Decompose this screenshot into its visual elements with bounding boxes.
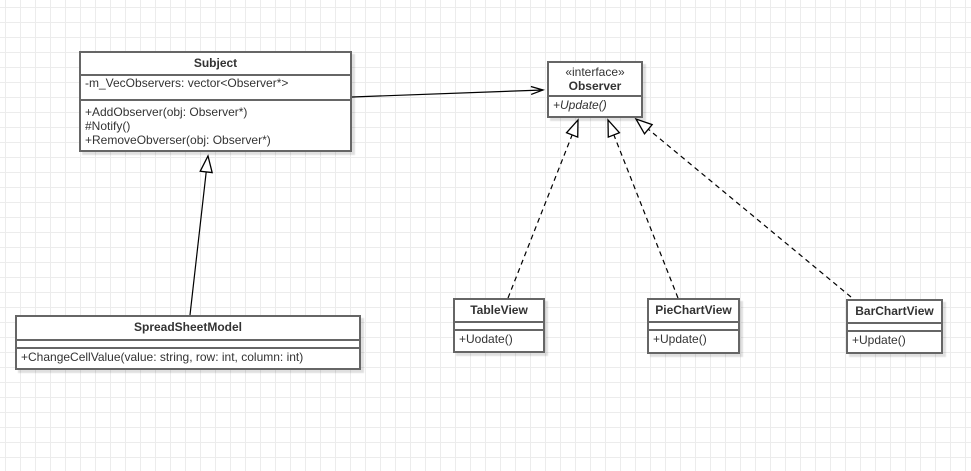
method-line: +ChangeCellValue(value: string, row: int…	[21, 350, 304, 364]
class-title: «interface» Observer	[549, 63, 641, 97]
attribute-line: -m_VecObservers: vector<Observer*>	[85, 76, 289, 90]
class-title: TableView	[455, 300, 543, 323]
class-title: SpreadSheetModel	[17, 317, 359, 341]
class-methods: +Uodate()	[455, 331, 543, 351]
class-box-tableview[interactable]: TableView +Uodate()	[453, 298, 545, 353]
class-box-piechartview[interactable]: PieChartView +Update()	[647, 298, 740, 354]
edge-spreadsheetmodel-subject-generalization[interactable]	[189, 154, 214, 316]
class-attributes-empty	[848, 324, 941, 332]
class-attributes: -m_VecObservers: vector<Observer*>	[81, 76, 350, 101]
edge-subject-observer-association[interactable]	[351, 90, 543, 98]
class-title: Subject	[81, 53, 350, 76]
class-methods: +Update()	[549, 97, 641, 116]
class-attributes-empty	[649, 323, 738, 331]
class-methods: +Update()	[848, 332, 941, 352]
class-attributes-empty	[455, 323, 543, 331]
class-box-subject[interactable]: Subject -m_VecObservers: vector<Observer…	[79, 51, 352, 152]
method-line: +Uodate()	[459, 332, 513, 346]
class-box-observer[interactable]: «interface» Observer +Update()	[547, 61, 643, 118]
method-line: +Update()	[852, 333, 906, 347]
class-stereotype: «interface»	[565, 65, 625, 79]
method-line: #Notify()	[85, 119, 131, 133]
class-title: PieChartView	[649, 300, 738, 323]
method-line: +Update()	[653, 332, 707, 346]
method-line: +AddObserver(obj: Observer*)	[85, 105, 248, 119]
class-methods: +AddObserver(obj: Observer*) #Notify() +…	[81, 101, 350, 150]
class-methods: +ChangeCellValue(value: string, row: int…	[17, 349, 359, 368]
class-box-barchartview[interactable]: BarChartView +Update()	[846, 299, 943, 354]
edge-barchartview-observer-realization[interactable]	[634, 117, 852, 298]
class-methods: +Update()	[649, 331, 738, 351]
class-name: Observer	[568, 79, 622, 93]
class-title: BarChartView	[848, 301, 941, 324]
class-attributes-empty	[17, 341, 359, 349]
method-line: +Update()	[553, 98, 607, 112]
class-box-spreadsheetmodel[interactable]: SpreadSheetModel +ChangeCellValue(value:…	[15, 315, 361, 370]
edge-piechartview-observer-realization[interactable]	[607, 118, 679, 299]
method-line: +RemoveObverser(obj: Observer*)	[85, 133, 271, 147]
edge-tableview-observer-realization[interactable]	[507, 118, 579, 299]
